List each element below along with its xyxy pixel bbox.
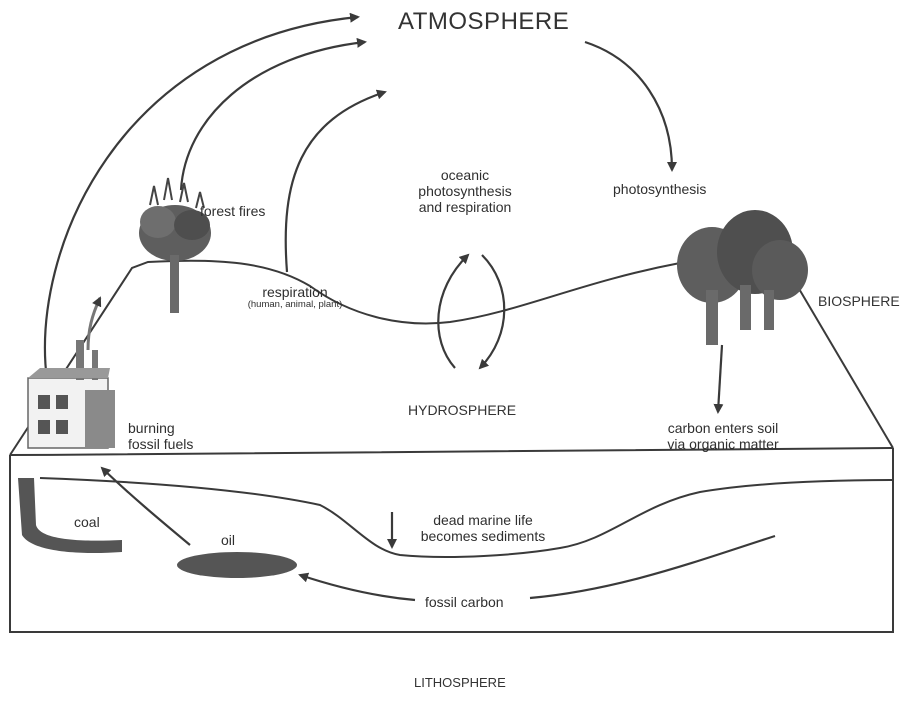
fossil-carbon-label: fossil carbon <box>425 594 504 610</box>
carbon-soil-line1: carbon enters soil <box>658 420 788 436</box>
lithosphere-label: LITHOSPHERE <box>414 676 506 691</box>
oceanic-line3: and respiration <box>405 199 525 215</box>
forest-fires-label: forest fires <box>200 203 265 219</box>
arrow-atmosphere-to-photosynthesis <box>585 42 672 170</box>
arrow-chimney-smoke <box>88 298 100 350</box>
coal-deposit <box>18 478 122 553</box>
photosynthesis-label: photosynthesis <box>613 181 706 197</box>
dead-marine-line1: dead marine life <box>408 512 558 528</box>
arrow-respiration-to-atmosphere <box>286 92 385 272</box>
oceanic-label: oceanic photosynthesis and respiration <box>405 167 525 215</box>
respiration-detail-label: (human, animal, plant) <box>230 300 360 311</box>
respiration-label: respiration <box>230 284 360 300</box>
burning-fossil-fuels-label: burning fossil fuels <box>128 420 193 452</box>
oil-label: oil <box>221 532 235 548</box>
burning-line2: fossil fuels <box>128 436 193 452</box>
burning-tree-icon <box>139 178 211 313</box>
arrow-fossil-carbon-right <box>530 536 775 598</box>
dead-marine-line2: becomes sediments <box>408 528 558 544</box>
forest-trees-icon <box>677 210 808 345</box>
arrow-oil-to-fossil-fuels <box>102 468 190 545</box>
oceanic-line1: oceanic <box>405 167 525 183</box>
coal-label: coal <box>74 514 100 530</box>
arrow-oceanic-up <box>438 255 468 368</box>
oil-deposit <box>177 552 297 578</box>
power-plant-icon <box>28 340 115 448</box>
arrow-fossil-carbon-to-oil <box>300 575 415 600</box>
atmosphere-label: ATMOSPHERE <box>398 8 569 36</box>
dead-marine-life-label: dead marine life becomes sediments <box>408 512 558 544</box>
burning-line1: burning <box>128 420 193 436</box>
oceanic-line2: photosynthesis <box>405 183 525 199</box>
carbon-soil-line2: via organic matter <box>658 436 788 452</box>
biosphere-label: BIOSPHERE <box>818 293 900 309</box>
carbon-enters-soil-label: carbon enters soil via organic matter <box>658 420 788 452</box>
respiration-label-group: respiration (human, animal, plant) <box>230 284 360 311</box>
hydrosphere-label: HYDROSPHERE <box>408 402 516 418</box>
arrow-carbon-enters-soil <box>718 345 722 412</box>
